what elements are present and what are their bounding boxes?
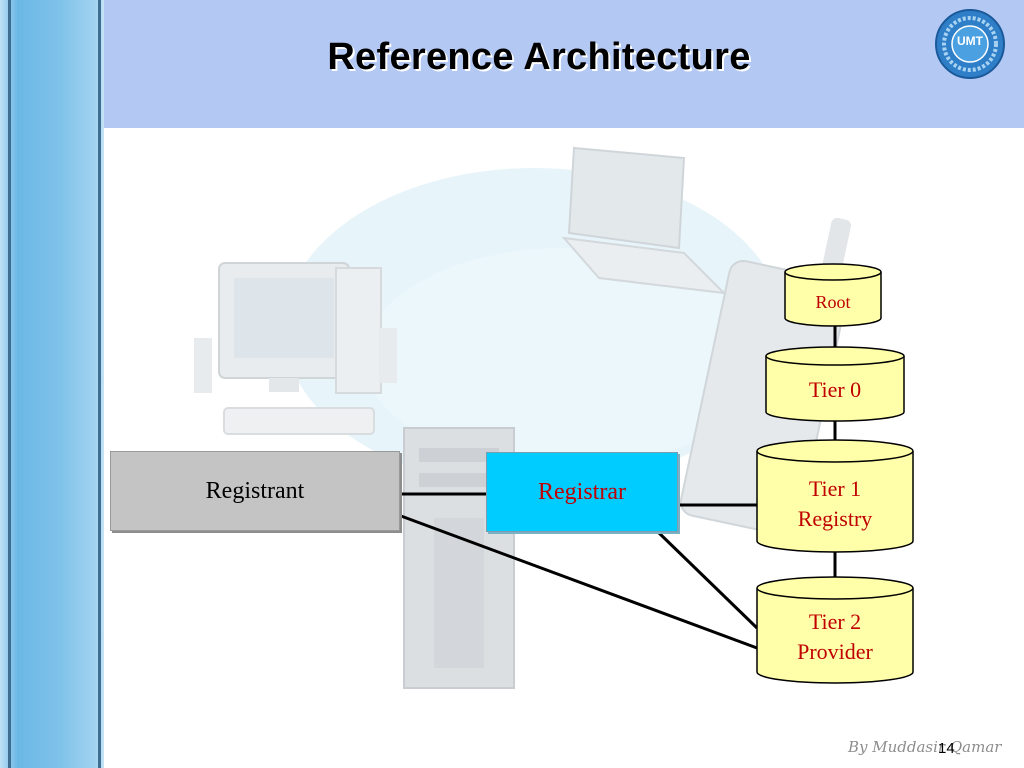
tier2-label-line2: Provider [797, 639, 873, 664]
cylinder-root [784, 263, 882, 327]
root-label: Root [815, 292, 851, 312]
author-signature: By Muddasir Qamar [848, 738, 1002, 756]
cylinder-tier1 [756, 439, 914, 553]
left-bar-edge [98, 0, 101, 768]
header-band [104, 0, 1024, 128]
connector-registrar-tier2 [656, 530, 759, 630]
registrar-box: Registrar [486, 452, 678, 532]
cylinder-tier2 [756, 576, 914, 684]
connector-registrant-tier2 [400, 514, 758, 650]
background-computers-image [194, 146, 851, 689]
cylinder-tier0 [765, 346, 905, 422]
registrant-box: Registrant [110, 451, 400, 531]
slide-title: Reference Architecture [327, 36, 751, 78]
logo-lettering: UMT [957, 34, 983, 48]
registrar-label: Registrar [538, 478, 626, 505]
left-accent-bar [0, 0, 104, 768]
tier0-label: Tier 0 [808, 377, 862, 402]
page-number: 14 [938, 740, 955, 757]
registrant-label: Registrant [205, 477, 305, 504]
umt-logo-icon [935, 9, 1005, 79]
tier1-label-line1: Tier 1 [808, 476, 862, 501]
left-bar-edge [8, 0, 11, 768]
tier1-label-line2: Registry [797, 506, 873, 531]
tier2-label-line1: Tier 2 [808, 609, 862, 634]
